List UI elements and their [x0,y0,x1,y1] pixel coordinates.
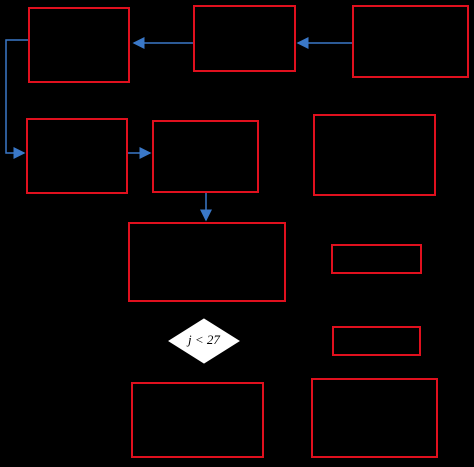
arrow-estimate-to-left-box [5,39,28,159]
initialize-box: Initialize digital controller [352,5,469,78]
estimation-k1-line-3: iₚ(k + 1) [347,156,389,170]
j-increment-box: j = j+1 [332,326,421,356]
left-middle-box [26,118,128,194]
estimation-k1-line-1: Estimation at [345,128,404,140]
measurement-line: vₚ(k), vₚq(k) iₚq(k) [199,42,281,54]
select-optimal-box: Select Optimal Vector iₒₚ gₒ = min{gⱼ}ⱼ₌… [128,222,286,302]
estimate-line-3: iₚd(k), iₚq(k) [38,62,104,77]
prediction-box: Prediction at (k + 2) Instant iₚ(k + 2) … [311,378,438,458]
diamond-shape [168,318,240,364]
initialize-line-2: controller [389,47,432,59]
apply-box: Apply Sₐᵦ(k) vₚ(k) iₚq(k) [152,120,259,193]
prediction-line-1: Prediction at (k + 2) [330,392,419,404]
decision-diamond: j < 27 [168,318,240,364]
estimation-k1-line-4: iₚq(k + 1) [347,170,395,184]
cost-function-line-1: Calculation of Cost [154,408,241,420]
prediction-line-4: iₚq(k + 2) [345,437,393,451]
apply-line-3: iₚq(k) [182,173,212,188]
decision-condition: j < 27 [188,332,220,347]
select-optimal-line-3: gₒ = min{gⱼ}ⱼ₌₁..₂₇ [158,267,239,279]
estimate-line-2: vₚd(k), vₚq(k) [38,44,109,59]
estimate-line-1: i̅ₚ(k), vₚq(k) [38,26,100,41]
cost-function-line-2: Function gⱼₒᵢ(k + 1) [154,424,241,436]
estimate-title: Estimate [34,11,73,23]
j-zero-label: j = 0 [386,226,406,237]
estimate-box: Estimate i̅ₚ(k), vₚq(k) vₚd(k), vₚq(k) i… [28,7,130,83]
cost-function-box: Calculation of Cost Function gⱼₒᵢ(k + 1) [131,382,264,458]
apply-title: Apply [191,124,220,136]
j-increment-line: j = j+1 [358,334,396,349]
select-optimal-line-4: iₒ = iₒₚ [162,283,192,295]
no-label: No [296,320,309,331]
apply-line-2: vₚ(k) [182,156,208,171]
prediction-line-2: Instant [359,407,390,419]
initialize-line-1: Initialize digital [375,33,446,45]
g-init-line: gₒₚ = ∞ [355,252,395,267]
prediction-line-3: iₚ(k + 2) [345,422,387,436]
estimation-k1-line-2: (k + 1) Instant [343,142,406,154]
apply-line-1: Sₐᵦ(k) [182,138,211,153]
estimation-k1-box: Estimation at (k + 1) Instant iₚ(k + 1) … [313,114,436,196]
yes-label: Yes [218,306,233,317]
measurement-title: Measurement [214,19,275,31]
measurement-box: Measurement vₚ(k), vₚq(k) iₚq(k) [193,5,296,72]
select-optimal-line-2: Vector iₒₚ [184,250,230,264]
g-init-box: gₒₚ = ∞ [331,244,422,274]
select-optimal-line-1: Select Optimal [171,237,243,251]
